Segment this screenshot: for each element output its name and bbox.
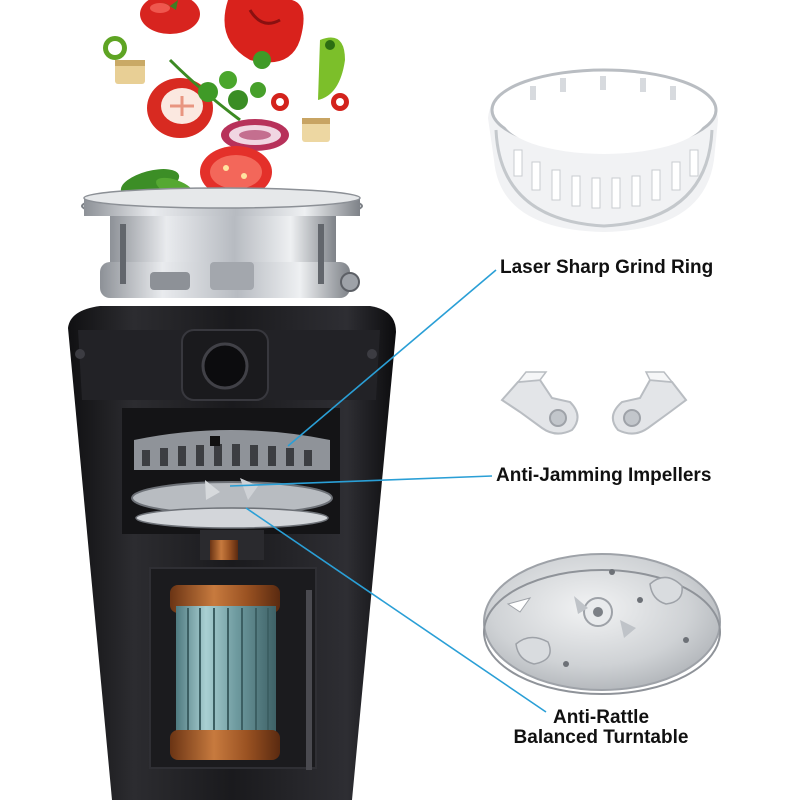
vegetables-illustration xyxy=(103,0,349,199)
label-grind-ring: Laser Sharp Grind Ring xyxy=(500,257,714,278)
turntable-part xyxy=(483,553,721,695)
leader-lines xyxy=(229,269,547,713)
grind-ring-part xyxy=(488,68,718,232)
label-turntable-line2: Balanced Turntable xyxy=(513,727,689,748)
label-turntable: Anti-Rattle Balanced Turntable xyxy=(496,708,706,748)
label-turntable-line1: Anti-Rattle xyxy=(552,707,650,728)
label-impellers: Anti-Jamming Impellers xyxy=(496,465,712,486)
impeller-part xyxy=(500,371,688,435)
disposer-cutaway xyxy=(68,187,396,800)
